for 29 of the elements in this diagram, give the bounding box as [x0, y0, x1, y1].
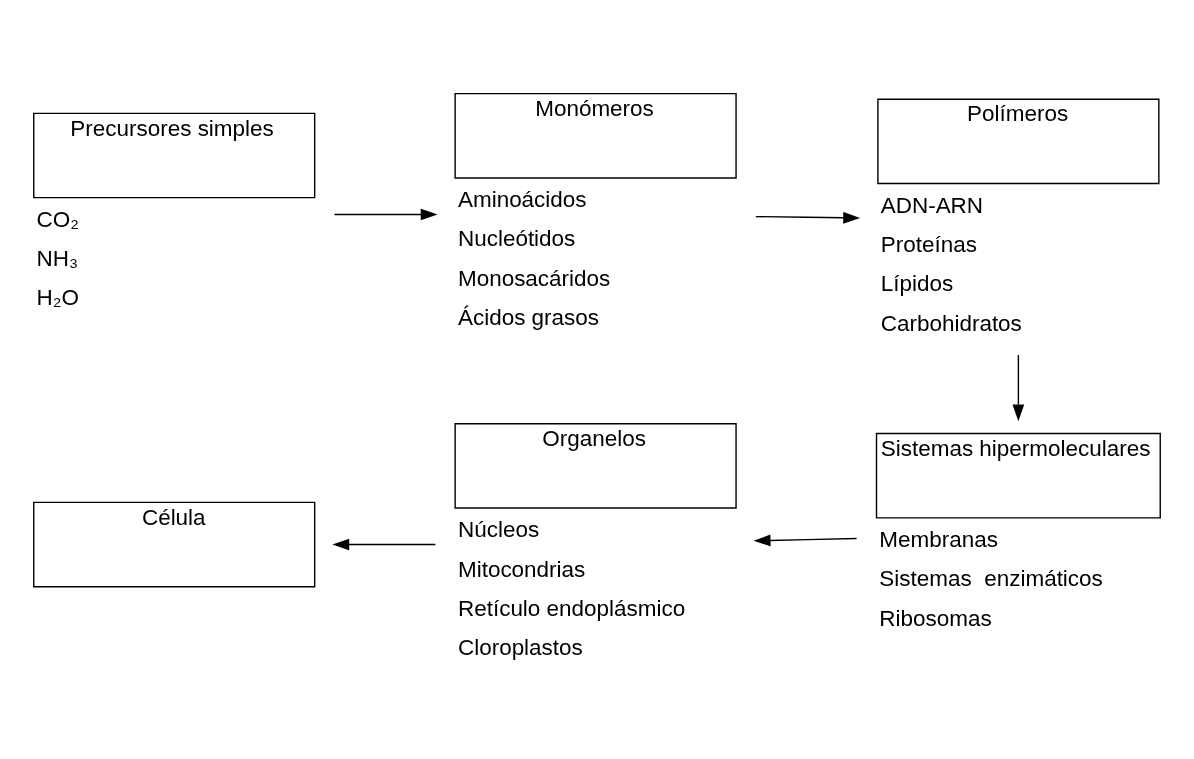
node-label: ADN-ARN	[880, 192, 984, 218]
node-label: CO₂	[36, 206, 79, 232]
node-label: H₂O	[36, 285, 79, 311]
arrow	[332, 538, 437, 551]
arrow	[1012, 354, 1025, 422]
node-label: NH₃	[36, 246, 79, 272]
node-label: Sistemas enzimáticos	[879, 566, 1103, 592]
node-label: Nucleótidos	[457, 226, 576, 252]
node-box: Polímeros	[877, 98, 1160, 185]
node-label: Cloroplastos	[457, 635, 583, 661]
node-label: Proteínas	[880, 232, 977, 258]
node-box: Célula	[33, 501, 316, 588]
node-label: Ácidos grasos	[457, 305, 600, 331]
node-label: Núcleos	[457, 517, 540, 543]
node-box: Monómeros	[454, 92, 737, 179]
node-label: Monosacáridos	[457, 265, 611, 291]
node-box: Sistemas hipermoleculares	[875, 432, 1161, 519]
node-label: Carbohidratos	[880, 310, 1022, 336]
arrow	[333, 208, 438, 221]
node-label: Mitocondrias	[457, 556, 586, 582]
arrow	[753, 534, 858, 547]
node-box: Organelos	[454, 423, 737, 509]
arrow	[755, 211, 861, 224]
node-label: Retículo endoplásmico	[457, 595, 686, 621]
node-label: Ribosomas	[879, 605, 992, 631]
node-label: Lípidos	[880, 271, 954, 297]
node-label: Membranas	[879, 527, 998, 553]
node-box: Precursores simples	[33, 112, 316, 199]
node-label: Aminoácidos	[457, 187, 587, 213]
